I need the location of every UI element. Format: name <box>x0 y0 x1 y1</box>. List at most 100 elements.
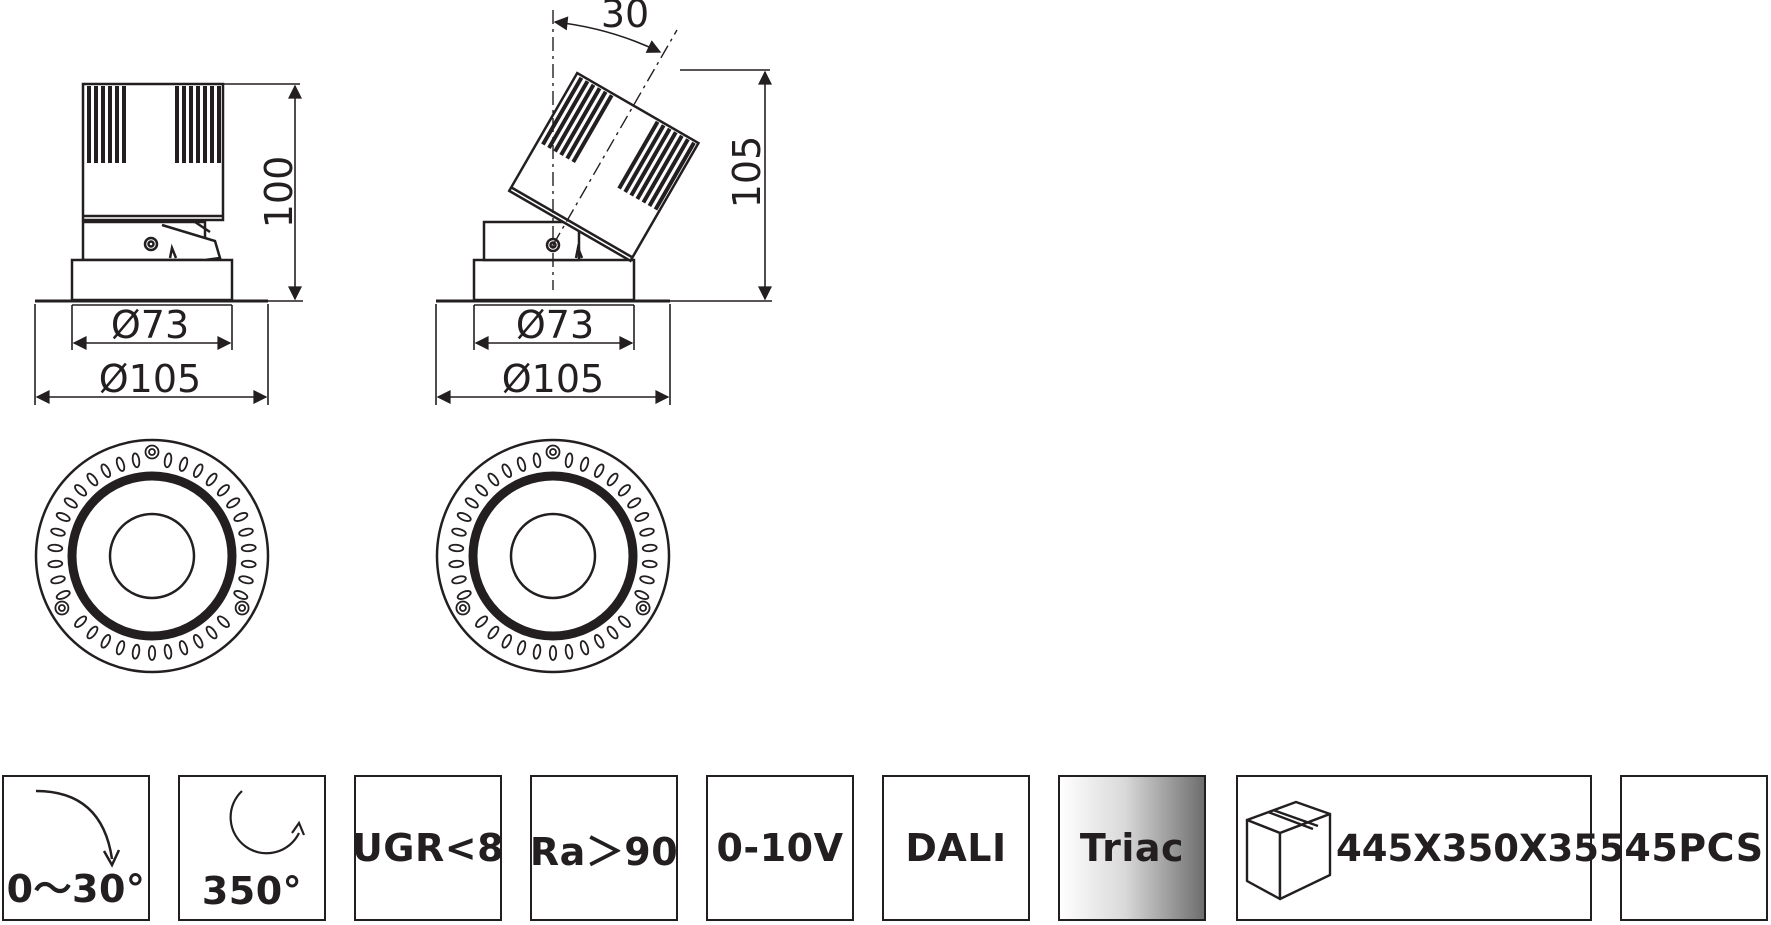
left-outer-diameter-label: Ø105 <box>99 357 201 401</box>
screw-hole <box>148 448 156 456</box>
vent-slot <box>634 590 650 600</box>
ra-feature-label: Ra＞90 <box>529 829 679 874</box>
quantity-box: 45PCS <box>1620 775 1768 921</box>
right-dimensions <box>435 16 772 405</box>
vent-slot <box>593 463 605 478</box>
vent-slot <box>216 615 230 628</box>
vent-slot <box>74 615 88 628</box>
triac-feature-box: Triac <box>1058 775 1206 921</box>
front-view-left <box>34 438 270 674</box>
vent-slot <box>86 625 99 640</box>
rotation-feature-label: 350° <box>201 869 303 913</box>
vent-slot <box>205 472 218 487</box>
vent-slot <box>456 590 472 600</box>
vent-slot <box>487 472 500 487</box>
vent-slot <box>606 472 619 487</box>
vent-slot <box>192 463 204 478</box>
dimming-0-10v-box: 0-10V <box>706 775 854 921</box>
triac-feature-label: Triac <box>1079 826 1185 870</box>
vent-slot <box>240 543 257 553</box>
vent-slot <box>226 497 241 509</box>
carton-box-icon <box>1245 800 1332 901</box>
vent-slot <box>192 634 204 649</box>
vent-slot <box>47 559 64 569</box>
dimming-0-10v-label: 0-10V <box>716 826 844 870</box>
vent-slot <box>475 484 489 497</box>
ra-feature-box: Ra＞90 <box>530 775 678 921</box>
vent-slot <box>55 590 71 600</box>
left-height-label: 100 <box>257 156 301 229</box>
vent-slot <box>178 456 189 472</box>
vent-slot <box>641 543 658 553</box>
vent-slot <box>579 456 590 472</box>
vent-slot <box>634 512 650 522</box>
vent-slot <box>564 643 574 660</box>
vent-slot <box>475 615 489 628</box>
vent-slot <box>448 543 465 553</box>
vent-slot <box>100 463 112 478</box>
side-view-straight <box>35 82 268 306</box>
vent-slot <box>579 640 590 656</box>
vent-slot <box>178 640 189 656</box>
vent-slot <box>50 527 66 537</box>
vent-slot <box>131 643 141 660</box>
vent-slot <box>617 615 631 628</box>
vent-slot <box>47 543 64 553</box>
vent-slot <box>240 559 257 569</box>
front-view-right <box>435 438 671 674</box>
vent-slot <box>516 456 527 472</box>
rotation-feature-box: 350° <box>178 775 326 921</box>
right-outer-diameter-label: Ø105 <box>502 357 604 401</box>
vent-slot <box>606 625 619 640</box>
vent-slot <box>639 575 655 585</box>
screw-hole <box>639 604 647 612</box>
vent-slot <box>564 452 574 469</box>
dali-feature-box: DALI <box>882 775 1030 921</box>
screw-hole <box>549 448 557 456</box>
vent-slot <box>100 634 112 649</box>
vent-slot <box>448 559 465 569</box>
vent-slot <box>50 575 66 585</box>
rotation-arrow-icon <box>229 790 306 855</box>
vent-slot <box>238 527 254 537</box>
vent-slot <box>147 645 157 661</box>
vent-slot <box>548 645 558 661</box>
tilt-arrow-icon <box>35 789 121 868</box>
screw-hole <box>545 444 561 460</box>
ugr-feature-label: UGR<8 <box>351 826 505 870</box>
vent-slot <box>163 643 173 660</box>
vent-slot <box>487 625 500 640</box>
screw-hole <box>458 604 467 612</box>
vent-slot <box>617 484 631 497</box>
vent-slot <box>516 640 527 656</box>
tilt-feature-box: 0～30° <box>2 775 150 921</box>
tilt-angle-label: 30 <box>601 0 649 36</box>
vent-slot <box>639 527 655 537</box>
left-inner-diameter-label: Ø73 <box>111 303 189 347</box>
vent-slot <box>532 452 542 469</box>
vent-slot <box>501 463 513 478</box>
screw-hole <box>58 604 66 612</box>
vent-slot <box>456 512 472 522</box>
vent-slot <box>115 640 126 656</box>
vent-slot <box>63 497 78 509</box>
vent-slot <box>641 559 658 569</box>
package-size-label: 445X350X355 <box>1336 826 1625 870</box>
screw-hole <box>455 600 471 616</box>
screw-hole <box>144 444 160 460</box>
vent-slot <box>593 634 605 649</box>
vent-slot <box>131 452 141 469</box>
tilt-axis-lines <box>552 10 678 290</box>
left-dimensions <box>34 83 303 405</box>
right-inner-diameter-label: Ø73 <box>516 303 594 347</box>
vent-slot <box>464 497 479 509</box>
package-size-box: 445X350X355 <box>1236 775 1625 921</box>
vent-slot <box>115 456 126 472</box>
vent-slot <box>233 590 249 600</box>
dali-feature-label: DALI <box>905 826 1007 870</box>
vent-slot <box>238 575 254 585</box>
side-view-tilted <box>436 71 701 306</box>
vent-slot <box>55 512 71 522</box>
vent-slot <box>216 484 230 497</box>
